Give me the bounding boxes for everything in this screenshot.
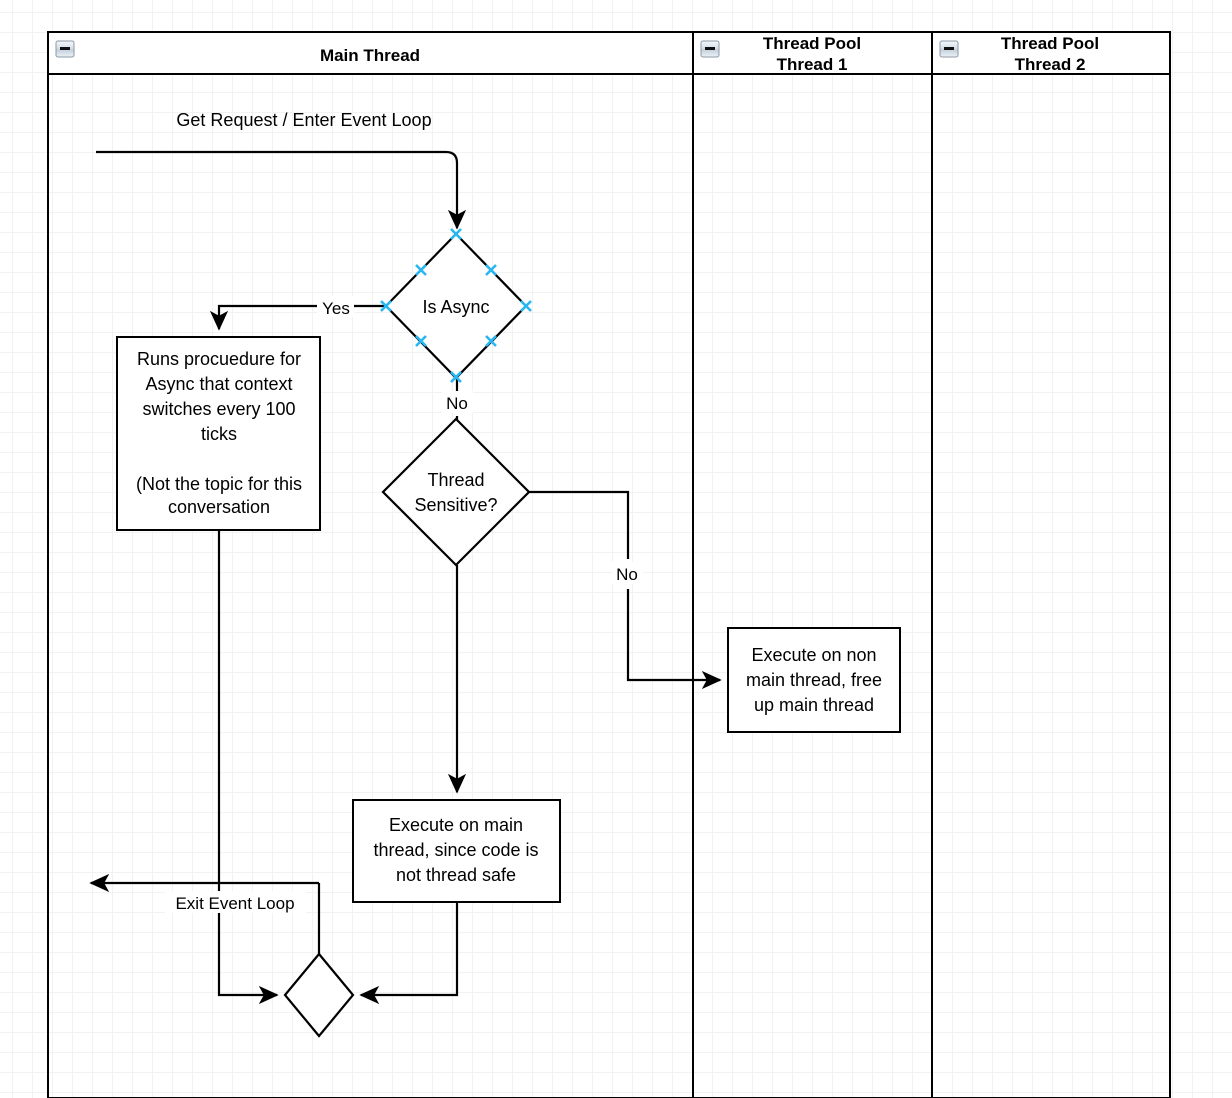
- execute-main-line-3: not thread safe: [396, 865, 516, 885]
- execute-main-thread-box-shape[interactable]: [352, 799, 561, 903]
- edge-entry-to-is-async[interactable]: [96, 150, 467, 230]
- edge-label-no-is-async: No: [442, 391, 473, 413]
- thread-sensitive-decision[interactable]: Thread Sensitive?: [381, 417, 531, 567]
- edge-thread-sensitive-no-upper[interactable]: [529, 490, 630, 559]
- edge-execute-main-to-merge[interactable]: [359, 902, 459, 1005]
- merge-node-shape[interactable]: [283, 952, 355, 1038]
- swimlane-main-thread-title: Main Thread: [320, 46, 420, 65]
- async-note-box[interactable]: Runs procuedure for Async that context s…: [116, 336, 321, 531]
- swimlane-thread-pool-1-header[interactable]: [692, 31, 933, 75]
- swimlane-thread-pool-1-body: [692, 31, 933, 1098]
- execute-non-main-line-3: up main thread: [754, 695, 874, 715]
- swimlane-thread-pool-2-title-line2: Thread 2: [1015, 55, 1086, 74]
- edge-label-exit-event-loop-text: Exit Event Loop: [175, 894, 294, 913]
- thread-sensitive-decision-shape[interactable]: [381, 417, 531, 567]
- edge-label-no-thread-sensitive-text: No: [616, 565, 638, 584]
- connection-handles[interactable]: [380, 228, 532, 383]
- async-note-line-7: conversation: [168, 497, 270, 517]
- execute-non-main-line-1: Execute on non: [751, 645, 876, 665]
- edge-label-yes: Yes: [317, 296, 354, 318]
- is-async-decision-label: Is Async: [422, 297, 489, 317]
- edge-label-yes-text: Yes: [322, 299, 350, 318]
- swimlane-thread-pool-1-title-line1: Thread Pool: [763, 34, 861, 53]
- swimlane-thread-pool-1[interactable]: Thread Pool Thread 1: [692, 31, 933, 1098]
- is-async-decision[interactable]: Is Async: [384, 232, 528, 380]
- edge-is-async-yes-segment-left[interactable]: [209, 304, 318, 331]
- edge-label-exit-event-loop: Exit Event Loop: [165, 891, 306, 913]
- async-note-line-6: (Not the topic for this: [136, 474, 302, 494]
- async-note-line-4: ticks: [201, 424, 237, 444]
- collapse-minus-icon[interactable]: [700, 40, 720, 58]
- async-note-line-1: Runs procuedure for: [137, 349, 301, 369]
- execute-non-main-line-2: main thread, free: [746, 670, 882, 690]
- get-request-label: Get Request / Enter Event Loop: [176, 110, 431, 130]
- edge-label-no-thread-sensitive: No: [612, 562, 643, 584]
- merge-node[interactable]: [283, 952, 355, 1038]
- edge-thread-sensitive-no-lower[interactable]: [626, 589, 722, 690]
- async-note-line-3: switches every 100: [142, 399, 295, 419]
- async-note-box-shape[interactable]: [116, 336, 321, 531]
- swimlane-thread-pool-1-title-line2: Thread 1: [777, 55, 848, 74]
- swimlane-thread-pool-2-body: [931, 31, 1171, 1098]
- collapse-minus-icon[interactable]: [939, 40, 959, 58]
- swimlane-thread-pool-2-header[interactable]: [931, 31, 1171, 75]
- swimlane-main-thread[interactable]: Main Thread: [47, 31, 694, 1098]
- edge-label-no-is-async-text: No: [446, 394, 468, 413]
- edge-async-note-to-merge[interactable]: [217, 530, 279, 1005]
- thread-sensitive-label-line2: Sensitive?: [414, 495, 497, 515]
- swimlane-main-thread-body: [47, 31, 694, 1098]
- swimlane-main-thread-header[interactable]: [47, 31, 694, 75]
- execute-non-main-thread-box-shape[interactable]: [727, 627, 901, 733]
- execute-non-main-thread-box[interactable]: Execute on non main thread, free up main…: [727, 627, 901, 733]
- execute-main-line-1: Execute on main: [389, 815, 523, 835]
- execute-main-line-2: thread, since code is: [373, 840, 538, 860]
- collapse-minus-icon[interactable]: [55, 40, 75, 58]
- async-note-line-2: Async that context: [145, 374, 292, 394]
- swimlane-thread-pool-2[interactable]: Thread Pool Thread 2: [931, 31, 1171, 1098]
- thread-sensitive-label-line1: Thread: [427, 470, 484, 490]
- execute-main-thread-box[interactable]: Execute on main thread, since code is no…: [352, 799, 561, 903]
- swimlane-thread-pool-2-title-line1: Thread Pool: [1001, 34, 1099, 53]
